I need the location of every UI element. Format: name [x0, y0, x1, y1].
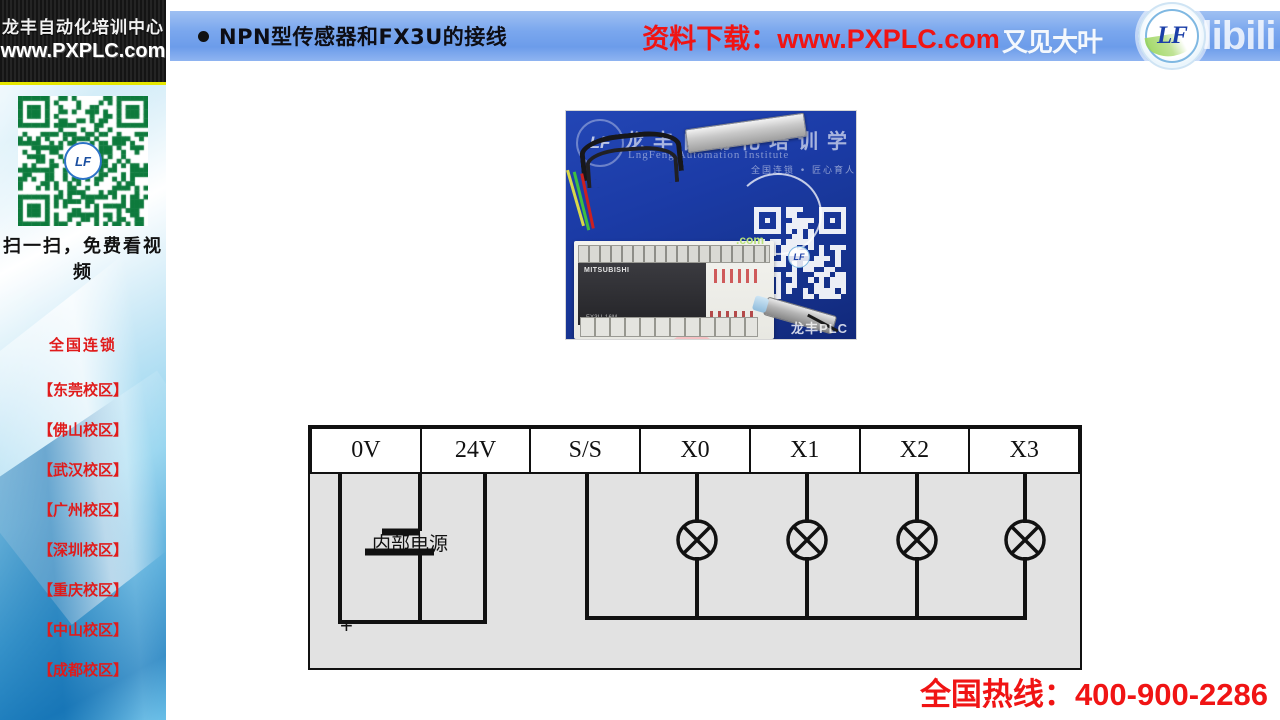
terminal-x1[interactable]: X1: [749, 427, 860, 474]
board-footer-text: 龙丰PLC: [790, 321, 848, 336]
board-watermark-text: .com: [736, 233, 765, 247]
hotline-number: 400-900-2286: [1074, 677, 1268, 712]
brand-website: www.PXPLC.com: [0, 40, 166, 63]
page-title: NPN型传感器和FX3U的接线: [219, 25, 508, 49]
plc-device: MITSUBISHI FX3U-16M ➤: [574, 241, 774, 339]
campus-item[interactable]: 【成都校区】: [37, 661, 128, 679]
input-lamp-x2: [896, 519, 938, 561]
plc-top-terminal-strip: [578, 245, 770, 263]
lf-badge-label: LF: [1157, 22, 1188, 49]
download-info: 资料下载：www.PXPLC.com: [642, 17, 1000, 56]
logo-underline-divider: [0, 82, 166, 85]
brand-name-cn: 龙丰自动化培训中心: [2, 17, 164, 38]
bullet-icon: [198, 30, 209, 42]
board-slogan: 全国连锁 • 匠心育人: [751, 166, 857, 176]
plc-cover: MITSUBISHI FX3U-16M: [578, 263, 706, 325]
title-bar: NPN型传感器和FX3U的接线 资料下载：www.PXPLC.com: [170, 11, 1280, 61]
battery-polarity-label: +: [340, 613, 353, 638]
campus-item[interactable]: 【中山校区】: [37, 621, 128, 639]
terminal-ss[interactable]: S/S: [530, 427, 641, 474]
download-label: 资料下载：: [642, 23, 778, 55]
terminal-0v[interactable]: 0V: [310, 427, 421, 474]
input-lamp-x1: [786, 519, 828, 561]
campus-item[interactable]: 【东莞校区】: [37, 381, 128, 399]
input-lamp-x3: [1004, 519, 1046, 561]
qr-code-image: LF: [18, 96, 148, 226]
plc-input-leds: [714, 269, 758, 283]
campus-item[interactable]: 【广州校区】: [37, 501, 128, 519]
qr-center-label: LF: [75, 153, 91, 169]
lf-logo-badge: LF: [1138, 2, 1206, 70]
terminal-x3[interactable]: X3: [969, 427, 1081, 474]
terminal-x0[interactable]: X0: [640, 427, 750, 474]
campus-item[interactable]: 【佛山校区】: [37, 421, 128, 439]
video-thumbnail[interactable]: LF 龙丰自动化培训学校 LngFeng Automation Institut…: [565, 110, 857, 340]
board-brand-en: LngFeng Automation Institute: [628, 149, 790, 161]
wiring-lines: 内部电源 +: [310, 474, 1080, 670]
wiring-svg: [338, 474, 1046, 624]
internal-supply-label: 内部电源: [372, 533, 449, 555]
chain-title: 全国连锁: [48, 336, 117, 354]
campus-item[interactable]: 【武汉校区】: [37, 461, 128, 479]
plc-bottom-terminal-strip: [580, 317, 758, 337]
qr-code-block: LF: [18, 96, 148, 226]
input-lamp-x0: [676, 519, 718, 561]
qr-caption: 扫一扫，免费看视频: [3, 236, 163, 283]
brand-logo-block: 龙丰自动化培训中心 www.PXPLC.com: [0, 0, 166, 82]
watermark-nickname: 又见大叶: [1002, 28, 1103, 58]
terminal-x2[interactable]: X2: [859, 427, 970, 474]
terminal-24v[interactable]: 24V: [420, 427, 531, 474]
plc-brand-label: MITSUBISHI: [584, 267, 630, 274]
board-qr-center-logo: LF: [788, 246, 810, 268]
campus-list: 【东莞校区】 【佛山校区】 【武汉校区】 【广州校区】 【深圳校区】 【重庆校区…: [0, 370, 166, 690]
qr-center-logo: LF: [64, 142, 102, 180]
download-url: www.PXPLC.com: [777, 23, 1000, 54]
left-sidebar: 龙丰自动化培训中心 www.PXPLC.com LF 扫一扫，免费看视频 全国连…: [0, 0, 166, 720]
hotline-footer: 全国热线：400-900-2286: [920, 669, 1268, 714]
campus-item[interactable]: 【深圳校区】: [37, 541, 128, 559]
hotline-label: 全国热线：: [919, 677, 1075, 713]
campus-item[interactable]: 【重庆校区】: [37, 581, 128, 599]
board-lf-icon: LF: [576, 119, 624, 167]
lf-badge-ring: [1145, 9, 1199, 63]
